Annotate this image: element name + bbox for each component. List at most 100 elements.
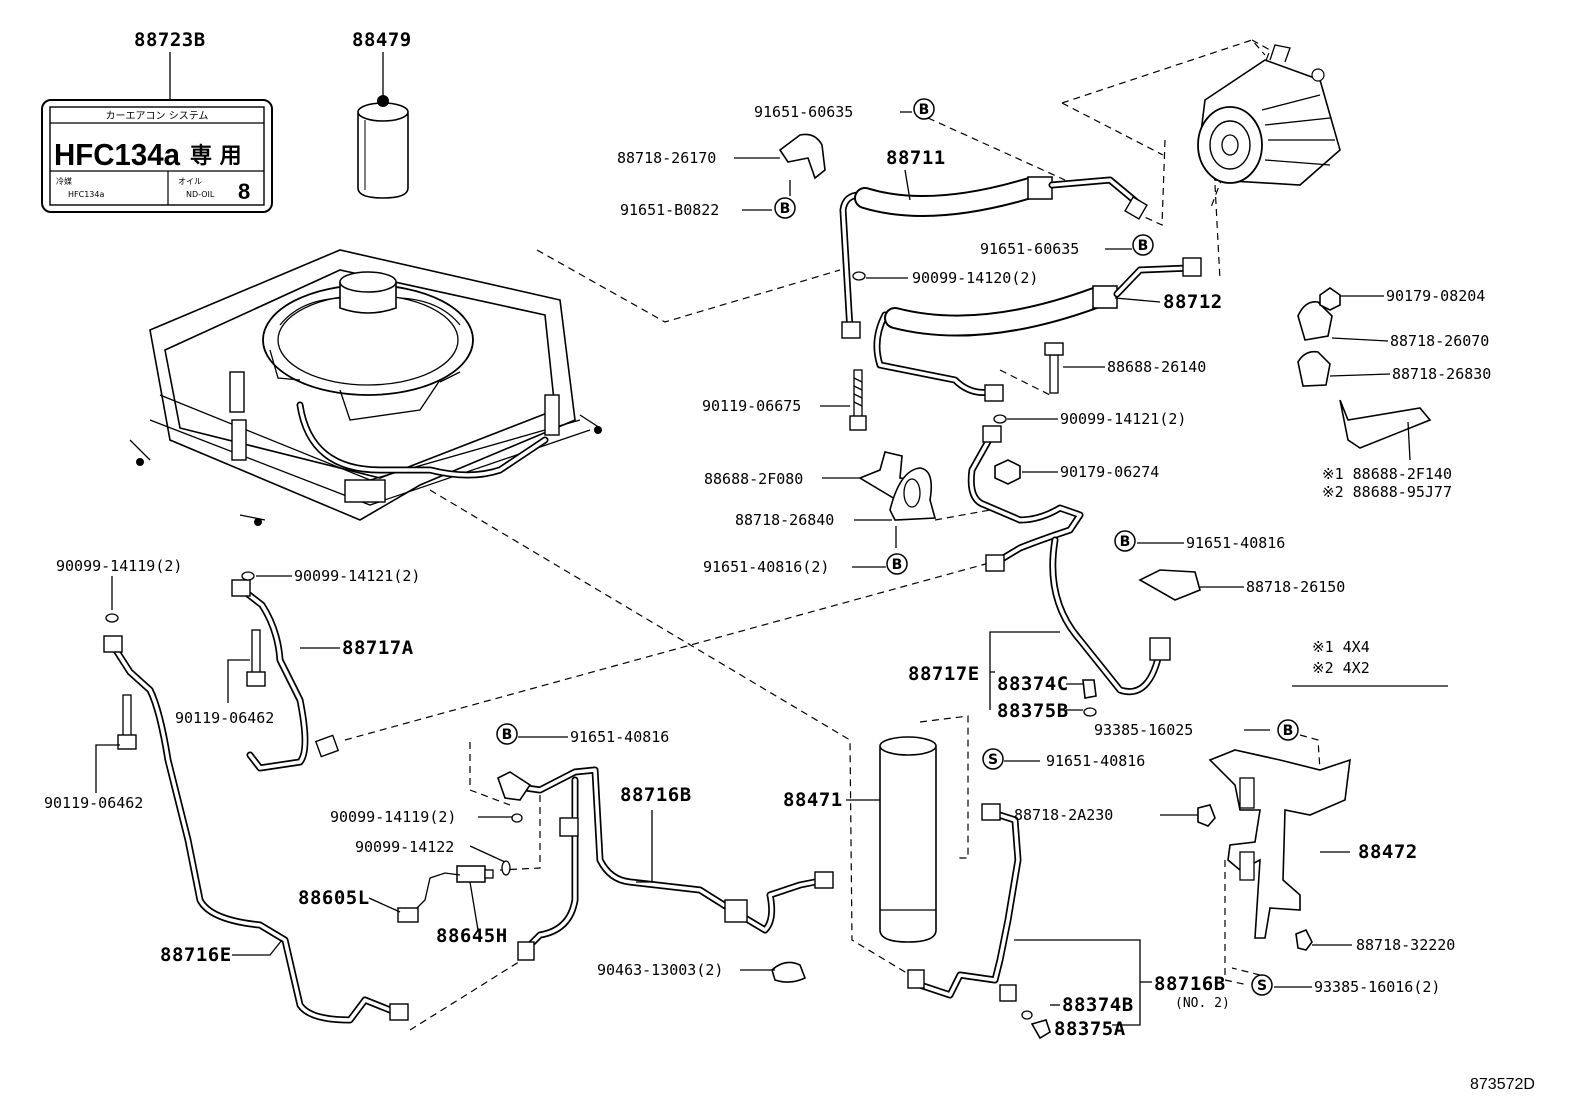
label-90179-06274: 90179-06274 <box>1060 463 1159 481</box>
label-88718-26170: 88718-26170 <box>617 149 716 167</box>
svg-text:B: B <box>919 102 930 118</box>
label-88375a: 88375A <box>1054 1018 1126 1040</box>
label-88688-26140: 88688-26140 <box>1107 358 1206 376</box>
sticker-oil-label: オイル <box>178 177 202 186</box>
nut-90179-06274 <box>994 459 1021 485</box>
label-88479: 88479 <box>352 29 412 51</box>
sticker-oil-value: ND-OIL <box>186 190 215 199</box>
note-4x2: ※2 4X2 <box>1312 659 1370 677</box>
sticker-refrigerant-label: 冷媒 <box>56 176 72 186</box>
label-90099-14119-left: 90099-14119(2) <box>56 557 182 575</box>
label-88716b-no2-sub: (NO. 2) <box>1175 996 1230 1011</box>
label-88718-26070: 88718-26070 <box>1390 332 1489 350</box>
clip-90463-13003 <box>771 961 807 983</box>
cooling-unit-assembly <box>129 249 602 526</box>
suction-hose-88712 <box>873 257 1202 402</box>
bolt-symbol-b: B <box>1132 234 1154 256</box>
clip-88718-2a230 <box>1197 804 1216 827</box>
sticker-header: カーエアコン システム <box>106 110 209 122</box>
bolt-symbol-b: B <box>913 98 935 120</box>
label-88717e: 88717E <box>908 663 980 685</box>
label-88718-32220: 88718-32220 <box>1356 936 1455 954</box>
clamp-88718-26150 <box>1138 569 1201 601</box>
clip-88718-32220 <box>1295 928 1313 951</box>
label-90099-14121-left: 90099-14121(2) <box>294 567 420 585</box>
label-90099-14121-right: 90099-14121(2) <box>1060 410 1186 428</box>
sensor-88645h <box>456 865 494 883</box>
bolt-88688-26140 <box>1044 342 1064 394</box>
svg-text:B: B <box>1138 238 1149 254</box>
bracket-88472 <box>1208 749 1351 939</box>
label-88374c: 88374C <box>997 673 1069 695</box>
label-90119-06675: 90119-06675 <box>702 397 801 415</box>
label-91651-b0822: 91651-B0822 <box>620 201 719 219</box>
label-88716e: 88716E <box>160 944 232 966</box>
sticker-refrigerant-value: HFC134a <box>68 190 104 199</box>
label-93385-16025: 93385-16025 <box>1094 721 1193 739</box>
label-91651-40816-center: 91651-40816 <box>570 728 669 746</box>
label-90099-14120: 90099-14120(2) <box>912 269 1038 287</box>
label-90099-14119-center: 90099-14119(2) <box>330 808 456 826</box>
screw-symbol-s: S <box>982 748 1004 770</box>
label-91651-60635-top: 91651-60635 <box>754 103 853 121</box>
label-88718-26150: 88718-26150 <box>1246 578 1345 596</box>
bolt-90119-06462-upper <box>246 629 266 687</box>
bolt-symbol-b: B <box>1114 530 1136 552</box>
label-91651-40816-right: 91651-40816 <box>1186 534 1285 552</box>
sticker-main-kanji: 専 用 <box>190 144 242 169</box>
label-88472: 88472 <box>1358 841 1418 863</box>
label-91651-60635-mid: 91651-60635 <box>980 240 1079 258</box>
bolt-90119-06462-lower <box>117 694 137 750</box>
label-88723b: 88723B <box>134 29 206 51</box>
hfc134a-label-sticker: 88723B カーエアコン システム HFC134a 専 用 冷媒 HFC134… <box>41 29 273 213</box>
screw-symbol-s: S <box>1251 974 1273 996</box>
label-88711: 88711 <box>886 147 946 169</box>
svg-text:B: B <box>1120 534 1131 550</box>
svg-text:B: B <box>1283 723 1294 739</box>
bolt-symbol-b: B <box>774 197 796 219</box>
part-labels: 91651-60635 88718-26170 91651-B0822 8871… <box>44 103 1535 1093</box>
wire-harness-88605l <box>397 872 461 923</box>
bolt-symbol-b: B <box>1277 719 1299 741</box>
bolt-symbols: B B B B B B B S S <box>496 98 1299 996</box>
svg-text:B: B <box>892 557 903 573</box>
svg-text:S: S <box>988 752 998 768</box>
compressor-oil-can: 88479 <box>352 29 412 199</box>
clamp-88718-26840 <box>889 467 937 521</box>
label-90119-06462-a: 90119-06462 <box>175 709 274 727</box>
bolt-symbol-b: B <box>886 553 908 575</box>
sticker-oil-number: 8 <box>238 179 250 204</box>
figure-code: 873572D <box>1470 1076 1535 1093</box>
label-90463-13003: 90463-13003(2) <box>597 961 723 979</box>
label-88688-95j77: ※2 88688-95J77 <box>1322 483 1452 501</box>
bracket-91651-40816 <box>497 771 532 801</box>
ac-compressor <box>1197 44 1341 186</box>
label-91651-40816-2: 91651-40816(2) <box>703 558 829 576</box>
label-88716b: 88716B <box>620 784 692 806</box>
label-88688-2f080: 88688-2F080 <box>704 470 803 488</box>
label-91651-40816-s: 91651-40816 <box>1046 752 1145 770</box>
receiver-drier-88471 <box>879 736 937 943</box>
label-88718-26830: 88718-26830 <box>1392 365 1491 383</box>
label-88645h: 88645H <box>436 925 508 947</box>
sticker-main-text: HFC134a <box>54 137 181 172</box>
label-90179-08204: 90179-08204 <box>1386 287 1485 305</box>
clamp-88718-26170 <box>778 133 826 180</box>
pipe-88716e <box>103 635 409 1024</box>
svg-text:B: B <box>502 727 513 743</box>
pipe-88717e <box>967 425 1171 695</box>
label-90119-06462-b: 90119-06462 <box>44 794 143 812</box>
svg-text:S: S <box>1257 978 1267 994</box>
bolt-90119-06675 <box>849 369 867 431</box>
label-88688-2f140: ※1 88688-2F140 <box>1322 465 1452 483</box>
label-93385-16016: 93385-16016(2) <box>1314 978 1440 996</box>
note-4x4: ※1 4X4 <box>1312 638 1370 656</box>
label-88471: 88471 <box>783 789 843 811</box>
label-90099-14122: 90099-14122 <box>355 838 454 856</box>
svg-text:B: B <box>780 201 791 217</box>
bracket-88688-2f140 <box>1297 287 1432 449</box>
label-88718-26840: 88718-26840 <box>735 511 834 529</box>
label-88718-2a230: 88718-2A230 <box>1014 806 1113 824</box>
pipe-88716b-no2 <box>907 803 1022 1002</box>
